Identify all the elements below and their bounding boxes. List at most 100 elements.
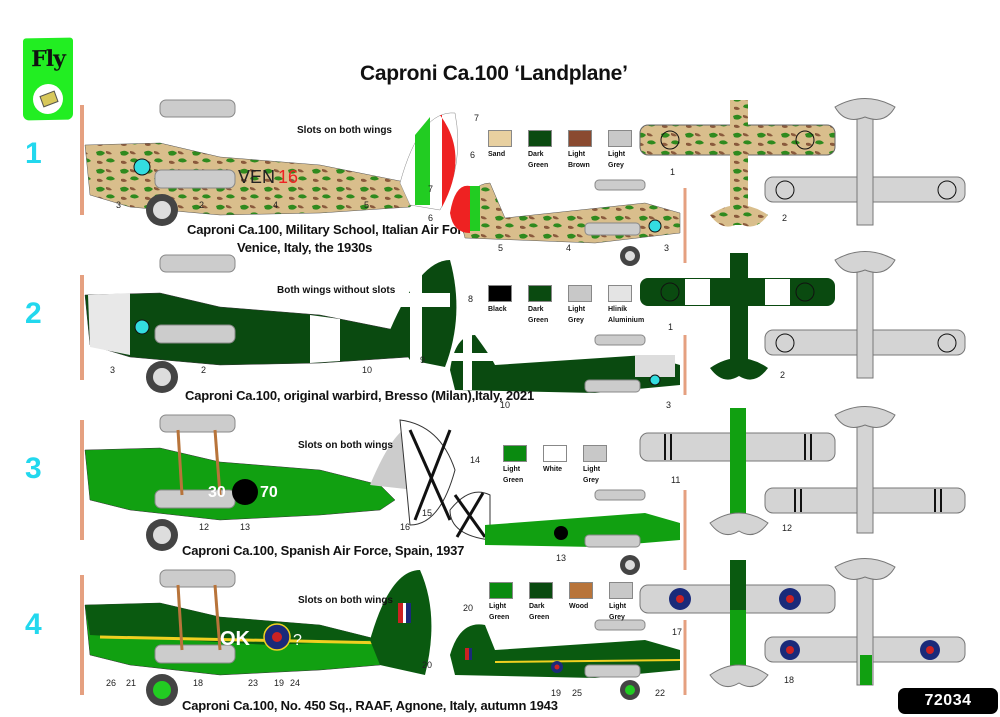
callout: 20 xyxy=(422,660,433,670)
swatch: White xyxy=(543,445,569,486)
swatch: Light Brown xyxy=(568,130,594,171)
callout: 19 xyxy=(551,688,562,698)
swatch: Sand xyxy=(488,130,514,171)
callout: 25 xyxy=(572,688,583,698)
callout: 6 xyxy=(470,150,476,160)
callout: 4 xyxy=(273,200,279,210)
swatch-chip xyxy=(608,130,632,147)
swatch: Light Green xyxy=(489,582,515,623)
logo-text: Fly xyxy=(31,45,65,73)
callout: 2 xyxy=(780,370,786,380)
callout: 2 xyxy=(201,365,207,375)
swatch-chip xyxy=(568,130,592,147)
callout: 3 xyxy=(110,365,116,375)
callout: 10 xyxy=(500,400,511,410)
scheme-2-side-view xyxy=(80,254,457,393)
callout: 5 xyxy=(364,200,370,210)
callout: 8 xyxy=(468,294,474,304)
swatch: Dark Green xyxy=(528,285,554,326)
callout: 17 xyxy=(672,627,683,637)
swatch-chip xyxy=(609,582,633,599)
callout: 2 xyxy=(199,200,205,210)
scheme-1-note: Slots on both wings xyxy=(297,125,392,136)
scheme-number-4: 4 xyxy=(25,608,42,641)
callout: 7 xyxy=(428,184,434,194)
callout: 13 xyxy=(240,522,251,532)
callout: 24 xyxy=(290,678,301,688)
swatch: Light Grey xyxy=(608,130,634,171)
callout: 23 xyxy=(248,678,259,688)
callout: 3 xyxy=(664,243,670,253)
callout: 19 xyxy=(274,678,285,688)
scheme-number-1: 1 xyxy=(25,137,42,170)
swatch-chip xyxy=(489,582,513,599)
swatch: Dark Green xyxy=(529,582,555,623)
swatch: Black xyxy=(488,285,514,326)
swatch: Wood xyxy=(569,582,595,623)
scheme-3-caption: Caproni Ca.100, Spanish Air Force, Spain… xyxy=(182,543,465,558)
fuselage-number-left: 30 xyxy=(208,484,226,501)
scheme-4-side-view-right xyxy=(450,619,687,700)
swatch-chip xyxy=(488,285,512,302)
scheme-3-top-views xyxy=(639,406,966,536)
swatch: Hliník Aluminium xyxy=(608,285,644,326)
fuselage-number: 16 xyxy=(278,167,298,187)
scheme-1-side-view-right xyxy=(450,179,687,266)
callout: 16 xyxy=(400,522,411,532)
scheme-4-side-view: OK ? xyxy=(80,569,432,706)
scheme-2-side-view-right xyxy=(450,334,687,395)
callout: 7 xyxy=(474,113,480,123)
swatch-chip xyxy=(569,582,593,599)
callout: 6 xyxy=(428,213,434,223)
fly-logo: Fly xyxy=(23,37,73,121)
scheme-4-note: Slots on both wings xyxy=(298,595,393,606)
swatch-chip xyxy=(529,582,553,599)
callout: 10 xyxy=(362,365,373,375)
logo-badge-icon xyxy=(33,83,63,115)
swatch-chip xyxy=(503,445,527,462)
swatch: Light Green xyxy=(503,445,529,486)
swatch-chip xyxy=(488,130,512,147)
scheme-number-3: 3 xyxy=(25,452,42,485)
callout: 20 xyxy=(463,603,474,613)
roundel xyxy=(133,158,151,176)
scheme-2-note: Both wings without slots xyxy=(277,285,396,296)
scheme-4-top-views xyxy=(639,558,966,688)
fuselage-suffix: ? xyxy=(293,632,302,649)
callout: 1 xyxy=(670,167,676,177)
callout: 21 xyxy=(126,678,137,688)
scheme-number-2: 2 xyxy=(25,297,42,330)
callout: 2 xyxy=(782,213,788,223)
callout: 18 xyxy=(784,675,795,685)
swatch-chip xyxy=(528,285,552,302)
scheme-3-side-view-right xyxy=(449,489,687,575)
page-title: Caproni Ca.100 ‘Landplane’ xyxy=(360,62,628,85)
callout: 26 xyxy=(106,678,117,688)
swatch-chip xyxy=(528,130,552,147)
scheme-3-side-view: 30 70 xyxy=(80,414,456,551)
fuselage-code: OK xyxy=(220,628,251,650)
callout: 9 xyxy=(420,355,426,365)
scheme-3-note: Slots on both wings xyxy=(298,440,393,451)
swatch: Light Grey xyxy=(568,285,594,326)
scheme-2-caption: Caproni Ca.100, original warbird, Bresso… xyxy=(185,388,534,403)
callout: 14 xyxy=(470,455,481,465)
callout: 5 xyxy=(498,243,504,253)
callout: 15 xyxy=(422,508,433,518)
scheme-3-color-legend: Light Green White Light Grey xyxy=(503,445,609,486)
swatch-chip xyxy=(543,445,567,462)
scheme-4-caption: Caproni Ca.100, No. 450 Sq., RAAF, Agnon… xyxy=(182,698,558,713)
scheme-1-caption-line1: Caproni Ca.100, Military School, Italian… xyxy=(187,222,480,237)
callout: 18 xyxy=(193,678,204,688)
callout: 13 xyxy=(556,553,567,563)
upper-wing xyxy=(159,99,236,118)
swatch: Light Grey xyxy=(583,445,609,486)
lower-wing xyxy=(154,169,236,189)
callout: 11 xyxy=(671,475,681,485)
swatch-chip xyxy=(583,445,607,462)
callout: 22 xyxy=(655,688,666,698)
fuselage-code: VEN xyxy=(238,167,275,187)
product-code-badge: 72034 xyxy=(898,688,998,714)
scheme-1-caption-line2: Venice, Italy, the 1930s xyxy=(237,240,373,255)
scheme-2-color-legend: Black Dark Green Light Grey Hliník Alumi… xyxy=(488,285,644,326)
